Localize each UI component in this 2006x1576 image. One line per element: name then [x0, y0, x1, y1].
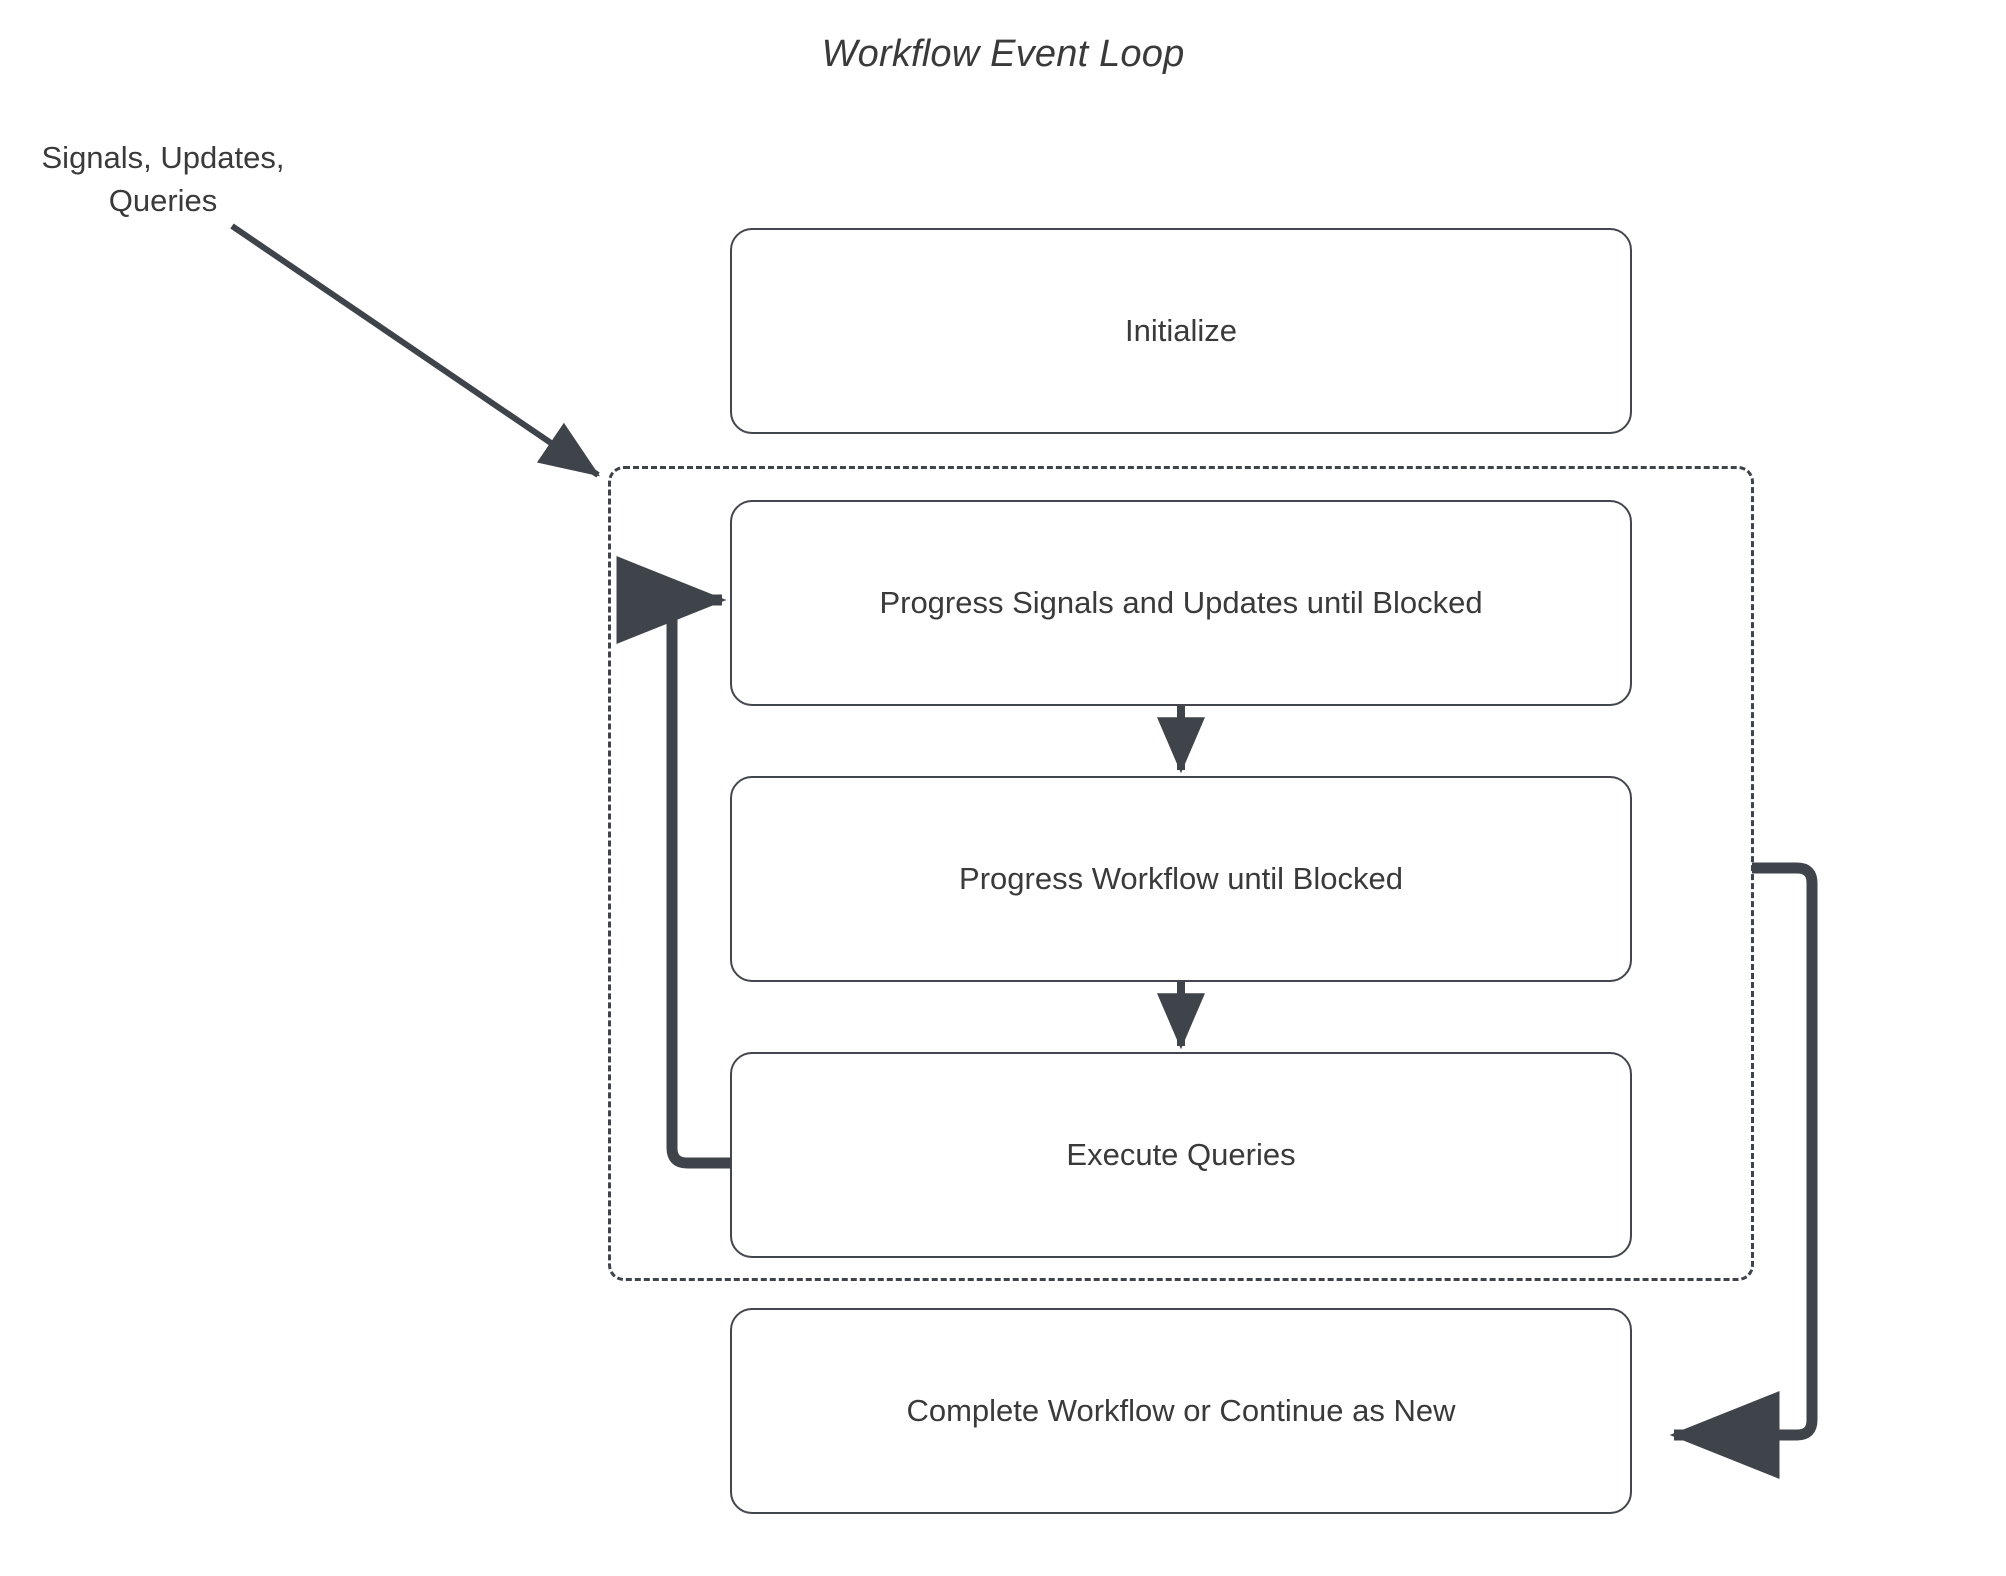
event-loop-group [608, 466, 1754, 1281]
node-execute-queries[interactable]: Execute Queries [730, 1052, 1632, 1258]
external-input-label: Signals, Updates, Queries [18, 136, 308, 222]
page-title: Workflow Event Loop [821, 33, 1185, 75]
edge-loop-back [616, 556, 730, 1169]
edge-external-input [230, 223, 600, 478]
node-initialize-label: Initialize [1125, 312, 1237, 348]
external-input-label-line-2: Queries [108, 183, 218, 218]
external-input-label-line-1: Signals, Updates, [41, 140, 285, 175]
edge-exit-to-complete [1669, 862, 1818, 1479]
node-progress-workflow[interactable]: Progress Workflow until Blocked [730, 776, 1632, 982]
node-initialize[interactable]: Initialize [730, 228, 1632, 434]
node-progress-signals-label: Progress Signals and Updates until Block… [879, 584, 1483, 620]
node-progress-signals[interactable]: Progress Signals and Updates until Block… [730, 500, 1632, 706]
node-complete-workflow-label: Complete Workflow or Continue as New [906, 1392, 1456, 1428]
node-execute-queries-label: Execute Queries [1066, 1136, 1296, 1172]
node-progress-workflow-label: Progress Workflow until Blocked [959, 860, 1403, 896]
node-complete-workflow[interactable]: Complete Workflow or Continue as New [730, 1308, 1632, 1514]
